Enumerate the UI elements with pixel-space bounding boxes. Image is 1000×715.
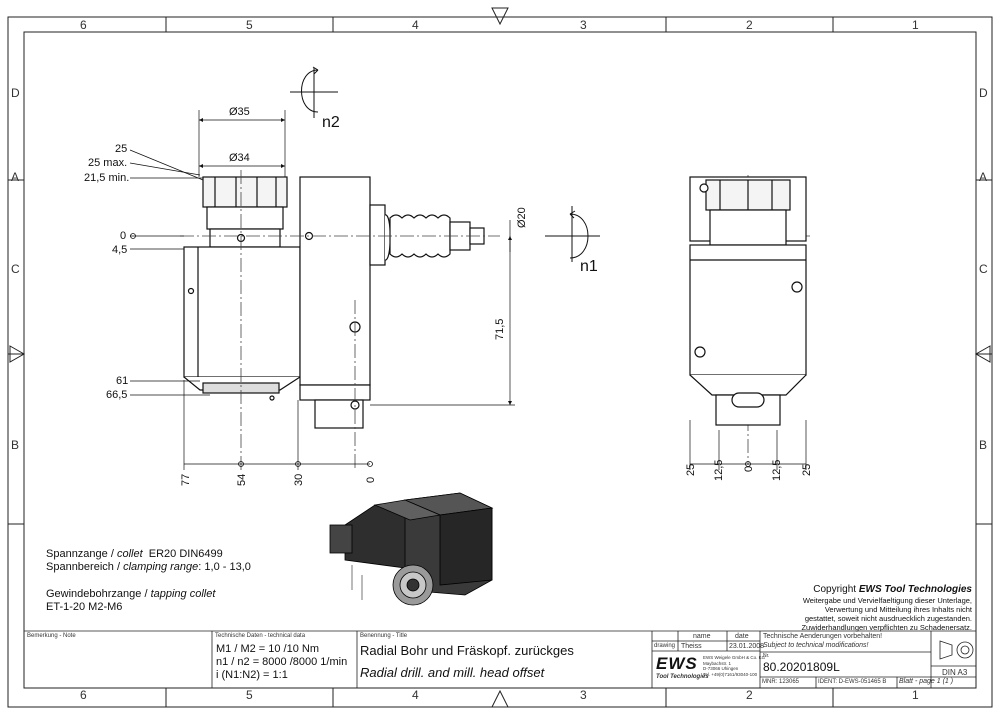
tech-data-label: Technische Daten - technical data <box>215 633 306 639</box>
front-view <box>183 176 485 429</box>
col-label-6-bottom: 6 <box>80 688 87 702</box>
dim-left-0: 0 <box>120 230 127 242</box>
ident: IDENT: D-EWS-051465 B <box>818 679 887 685</box>
drawer-name: Theiss <box>681 643 702 650</box>
rotation-n2-icon <box>290 66 338 118</box>
dim-left-45: 4,5 <box>112 244 128 256</box>
copyright-heading: Copyright EWS Tool Technologies <box>813 584 972 595</box>
drawn-date: 23.01.2008 <box>729 643 765 650</box>
col-label-3: 3 <box>580 18 587 32</box>
centering-marks <box>9 7 991 708</box>
rotation-n1-icon <box>545 206 600 262</box>
tapping-line: Gewindebohrzange / tapping collet <box>46 588 216 600</box>
row-label-c-right: C <box>979 262 988 276</box>
title-label: Benennung - Title <box>360 633 408 639</box>
dim-left-25max: 25 max. <box>88 157 128 169</box>
range-line: Spannbereich / clamping range: 1,0 - 13,… <box>46 561 251 573</box>
collet-line: Spannzange / collet ER20 DIN6499 <box>46 548 223 560</box>
projection-symbol-icon <box>939 640 974 660</box>
ratio-line: i (N1:N2) = 1:1 <box>216 669 288 681</box>
col-label-1: 1 <box>912 18 919 32</box>
sheet-page: Blatt - page 1 (1 ) <box>899 678 954 685</box>
row-label-d-right: D <box>979 86 988 100</box>
copyright-line: Weitergabe und Vervielfaeltigung dieser … <box>802 596 972 605</box>
dim-left-21min: 21,5 min. <box>84 172 130 184</box>
dim-left-61: 61 <box>116 375 129 387</box>
col-name: name <box>693 633 711 640</box>
torque-line: M1 / M2 = 10 /10 Nm <box>216 643 320 655</box>
col-label-5: 5 <box>246 18 253 32</box>
paper-format: DIN A3 <box>942 668 968 677</box>
dim-d34: Ø34 <box>229 152 250 164</box>
row-label-b: B <box>11 438 20 452</box>
col-label-4: 4 <box>412 18 419 32</box>
collet-notes: Spannzange / collet ER20 DIN6499 Spannbe… <box>46 548 326 614</box>
row-label-a: A <box>11 170 20 184</box>
tapping-spec: ET-1-20 M2-M6 <box>46 601 123 613</box>
dim-left-25: 25 <box>115 143 128 155</box>
3d-render-image <box>329 492 494 606</box>
col-label-2-bottom: 2 <box>746 688 753 702</box>
col-label-2: 2 <box>746 18 753 32</box>
label-n1: n1 <box>580 258 598 275</box>
side-view <box>689 176 807 426</box>
row-label-d: D <box>11 86 20 100</box>
label-n2: n2 <box>322 114 340 131</box>
inner-frame <box>23 31 977 689</box>
ews-logo-sub: Tool Technologies <box>656 674 709 680</box>
title-english: Radial drill. and mill. head offset <box>360 665 545 680</box>
col-label-6: 6 <box>80 18 87 32</box>
col-label-5-bottom: 5 <box>246 688 253 702</box>
row-label-c: C <box>11 262 20 276</box>
change-note-de: Technische Aenderungen vorbehalten! <box>763 633 883 640</box>
col-date: date <box>735 633 749 640</box>
col-label-3-bottom: 3 <box>580 688 587 702</box>
col-label-4-bottom: 4 <box>412 688 419 702</box>
copyright-line: Verwertung und Mitteilung ihres Inhalts … <box>824 605 972 614</box>
row-label-b-right: B <box>979 438 988 452</box>
copyright-line: Zuwiderhandlungen verpflichten zu Schade… <box>801 623 972 632</box>
ews-logo: EWS <box>656 654 698 673</box>
row-drawing: drawing <box>654 643 676 649</box>
dim-left-665: 66,5 <box>106 389 128 401</box>
mnr: MNR: 123065 <box>762 679 800 685</box>
drawing-number: 80.20201809L <box>763 660 840 674</box>
speed-line: n1 / n2 = 8000 /8000 1/min <box>216 656 348 668</box>
nr-label: Nr. <box>763 653 770 659</box>
copyright-notice: Copyright EWS Tool Technologies Weiterga… <box>760 584 972 632</box>
change-note-en: Subject to technical modifications! <box>763 642 869 649</box>
copyright-line: gestattet, soweit nicht ausdruecklich zu… <box>804 614 972 623</box>
col-label-1-bottom: 1 <box>912 688 919 702</box>
dim-d35: Ø35 <box>229 106 250 118</box>
row-label-a-right: A <box>979 170 988 184</box>
title-german: Radial Bohr und Fräskopf. zurückges <box>360 643 574 658</box>
title-block-grid <box>24 630 976 688</box>
remarks-label: Bemerkung - Note <box>27 633 76 639</box>
